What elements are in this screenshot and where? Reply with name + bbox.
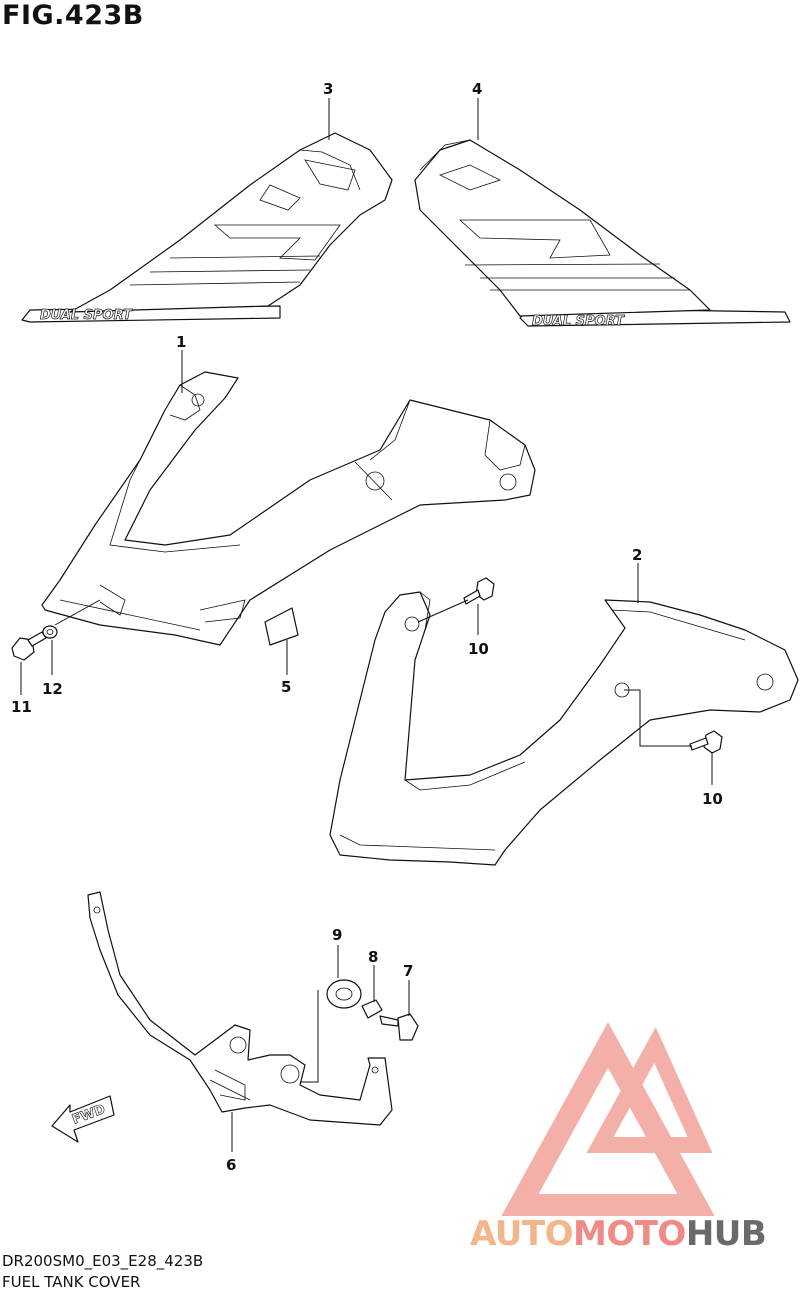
decal-right: DUAL SPORT	[414, 139, 791, 329]
decal-right-text: DUAL SPORT	[532, 314, 625, 329]
callout-3: 3	[323, 80, 333, 98]
callout-7: 7	[403, 962, 413, 980]
diagram-caption: FUEL TANK COVER	[2, 1273, 141, 1291]
diagram-code: DR200SM0_E03_E28_423B	[2, 1252, 204, 1270]
forward-arrow-icon: FWD	[51, 1095, 115, 1143]
watermark-moto: MOTO	[572, 1214, 686, 1254]
bolt-left	[11, 631, 47, 661]
callout-1: 1	[176, 333, 186, 351]
bolt-bracket	[379, 1013, 419, 1041]
leader-lines	[20, 98, 713, 1152]
callout-8: 8	[368, 948, 378, 966]
bracket	[87, 891, 393, 1126]
cushion-pad	[264, 607, 299, 646]
decal-left-text: DUAL SPORT	[40, 308, 133, 323]
callout-4: 4	[472, 80, 482, 98]
figure-title: FIG.423B	[2, 0, 144, 31]
callout-12: 12	[42, 680, 63, 698]
callout-5: 5	[281, 678, 291, 696]
callout-9: 9	[332, 926, 342, 944]
collar	[361, 999, 383, 1019]
decal-left: DUAL SPORT	[21, 132, 393, 323]
callout-6: 6	[226, 1156, 236, 1174]
watermark-hub: HUB	[685, 1214, 767, 1254]
watermark-logo: AUTOMOTOHUB	[470, 1214, 767, 1254]
callout-10-upper: 10	[468, 640, 489, 658]
bolt-upper	[463, 577, 495, 605]
callout-11: 11	[11, 698, 32, 716]
watermark-auto: AUTO	[470, 1214, 573, 1254]
callout-2: 2	[632, 546, 642, 564]
tank-cover-left	[41, 371, 536, 646]
callout-10-lower: 10	[702, 790, 723, 808]
watermark-triangle	[501, 1022, 715, 1216]
bolt-lower	[689, 730, 723, 754]
washer	[42, 625, 58, 639]
grommet	[326, 979, 362, 1009]
tank-cover-right	[329, 591, 799, 866]
